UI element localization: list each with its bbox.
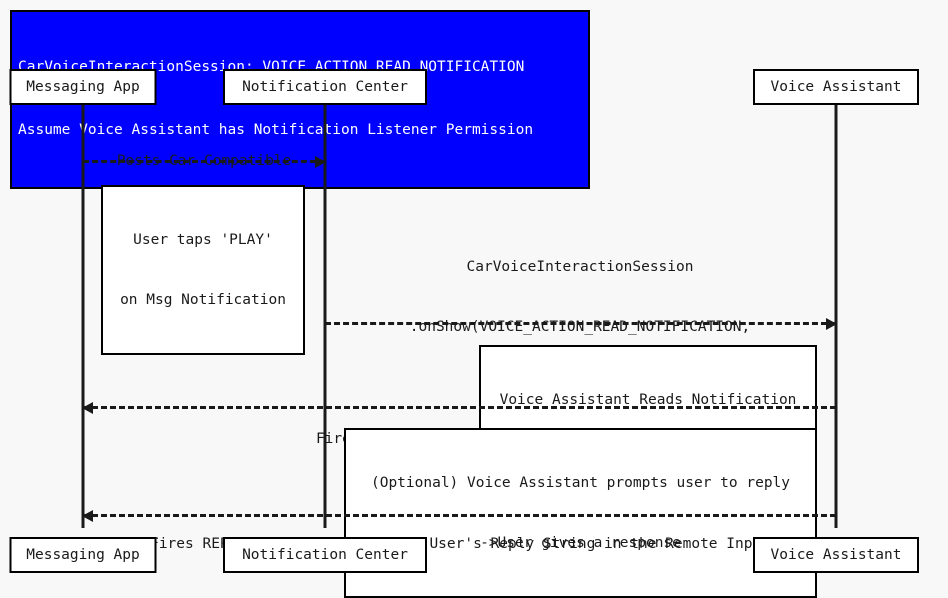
note-user-taps-play: User taps 'PLAY' on Msg Notification xyxy=(101,185,305,355)
message-label-on-show-line-2: .onShow(VOICE_ACTION_READ_NOTIFICATION, xyxy=(409,319,751,335)
arrow-head-right-icon xyxy=(315,155,326,168)
note-optional-prompt-line-1: (Optional) Voice Assistant prompts user … xyxy=(370,475,791,491)
arrow-head-left-icon xyxy=(82,401,93,414)
arrow-shaft xyxy=(325,322,836,325)
arrow-shaft xyxy=(83,514,836,517)
participant-notification-center-top[interactable]: Notification Center xyxy=(223,69,427,105)
note-assistant-reads-notification-line-1: Voice Assistant Reads Notification xyxy=(499,392,797,408)
arrow-head-right-icon xyxy=(826,317,837,330)
participant-messaging-app-bottom[interactable]: Messaging App xyxy=(9,537,157,573)
arrow-head-left-icon xyxy=(82,509,93,522)
note-user-taps-play-line-2: on Msg Notification xyxy=(120,292,286,308)
lifeline-messaging-app xyxy=(81,104,85,528)
participant-messaging-app-top[interactable]: Messaging App xyxy=(9,69,157,105)
note-user-taps-play-line-1: User taps 'PLAY' xyxy=(133,232,273,248)
message-arrow-on-show xyxy=(325,317,837,330)
lifeline-notification-center xyxy=(323,104,327,528)
arrow-shaft xyxy=(83,406,836,409)
arrow-shaft xyxy=(83,160,325,163)
message-arrow-mark-as-read xyxy=(82,401,836,414)
participant-voice-assistant-top[interactable]: Voice Assistant xyxy=(753,69,919,105)
diagram-title-line-2: Assume Voice Assistant has Notification … xyxy=(18,122,534,138)
note-optional-prompt-line-2: ->User gives a response xyxy=(480,535,681,551)
participant-voice-assistant-bottom[interactable]: Voice Assistant xyxy=(753,537,919,573)
message-arrow-post-notification xyxy=(83,155,326,168)
message-label-on-show-line-1: CarVoiceInteractionSession xyxy=(466,259,694,275)
message-arrow-reply-intent xyxy=(82,509,836,522)
participant-notification-center-bottom[interactable]: Notification Center xyxy=(223,537,427,573)
lifeline-voice-assistant xyxy=(834,104,838,528)
